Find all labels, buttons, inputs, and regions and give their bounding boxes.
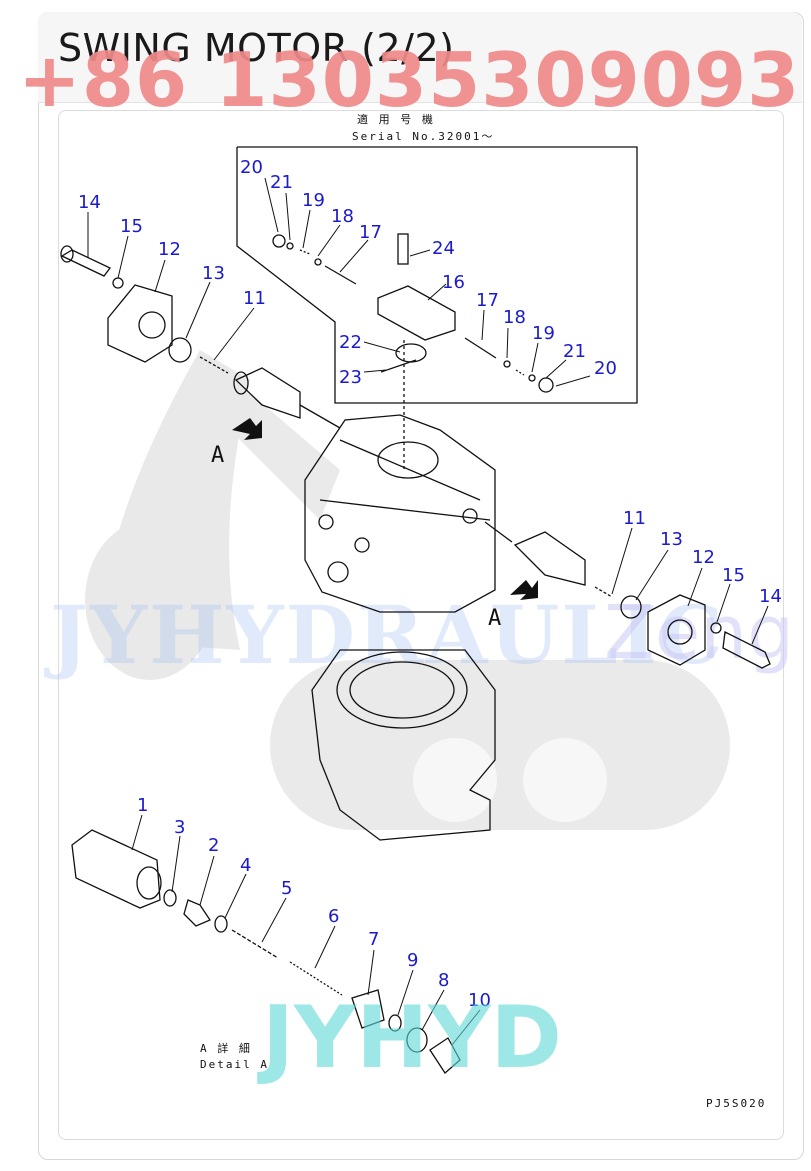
callout-14-right: 14 — [759, 586, 782, 607]
view-label-right: A — [488, 606, 502, 631]
callout-13-right: 13 — [660, 529, 683, 550]
upper-detail-parts — [272, 233, 554, 470]
callout-13-left: 13 — [202, 263, 225, 284]
callout-8: 8 — [438, 970, 450, 991]
page-title: SWING MOTOR (2/2) — [58, 26, 455, 70]
page-frame — [38, 12, 804, 1160]
callout-21-mid: 21 — [563, 341, 586, 362]
view-arrows — [232, 418, 538, 600]
lower-housing — [311, 649, 496, 841]
callout-4: 4 — [240, 855, 252, 876]
serial-number-label: Serial No.32001～ — [352, 130, 495, 143]
callout-20-top: 20 — [240, 157, 263, 178]
applicable-model-label: 適 用 号 機 — [357, 113, 435, 126]
right-valve-group — [484, 521, 771, 669]
watermark-brand-mid: JYHYDRAULIC — [50, 588, 725, 682]
callout-19-top: 19 — [302, 190, 325, 211]
detail-a-en-label: Detail A — [200, 1058, 269, 1071]
callout-10: 10 — [468, 990, 491, 1011]
callout-6: 6 — [328, 906, 340, 927]
callout-12-right: 12 — [692, 547, 715, 568]
detail-box — [236, 146, 638, 404]
callout-5: 5 — [281, 878, 293, 899]
callout-21-top: 21 — [270, 172, 293, 193]
callout-9: 9 — [407, 950, 419, 971]
callout-7: 7 — [368, 929, 380, 950]
callout-17-top: 17 — [359, 222, 382, 243]
arrow-icon — [510, 580, 538, 600]
callout-14-left: 14 — [78, 192, 101, 213]
callout-15-right: 15 — [722, 565, 745, 586]
watermark-brand-bottom: JYHYD — [262, 988, 562, 1088]
callout-19-mid: 19 — [532, 323, 555, 344]
callout-2: 2 — [208, 835, 220, 856]
callout-12-left: 12 — [158, 239, 181, 260]
callout-11-right: 11 — [623, 508, 646, 529]
callout-1: 1 — [137, 795, 149, 816]
view-label-left: A — [211, 443, 225, 468]
callout-24: 24 — [432, 238, 455, 259]
callout-23: 23 — [339, 367, 362, 388]
watermark-brand-right: Zeng — [604, 590, 795, 676]
leader-lines — [87, 177, 769, 1046]
callout-17-mid: 17 — [476, 290, 499, 311]
drawing-code: PJ5S020 — [706, 1097, 767, 1110]
callout-11-left: 11 — [243, 288, 266, 309]
detail-a-parts — [71, 829, 461, 1074]
callout-20-mid: 20 — [594, 358, 617, 379]
callout-3: 3 — [174, 817, 186, 838]
motor-housing — [304, 414, 496, 613]
callout-16: 16 — [442, 272, 465, 293]
detail-a-jp-label: A 詳 細 — [200, 1042, 252, 1055]
left-flange-group — [60, 245, 192, 363]
title-bar — [38, 12, 802, 103]
left-valve-group — [199, 356, 341, 429]
callout-22: 22 — [339, 332, 362, 353]
diagram-frame — [58, 110, 784, 1140]
callout-18-mid: 18 — [503, 307, 526, 328]
arrow-icon — [232, 418, 262, 440]
watermark-phone: +86 13035309093 — [18, 36, 801, 124]
callout-15-left: 15 — [120, 216, 143, 237]
callout-18-top: 18 — [331, 206, 354, 227]
